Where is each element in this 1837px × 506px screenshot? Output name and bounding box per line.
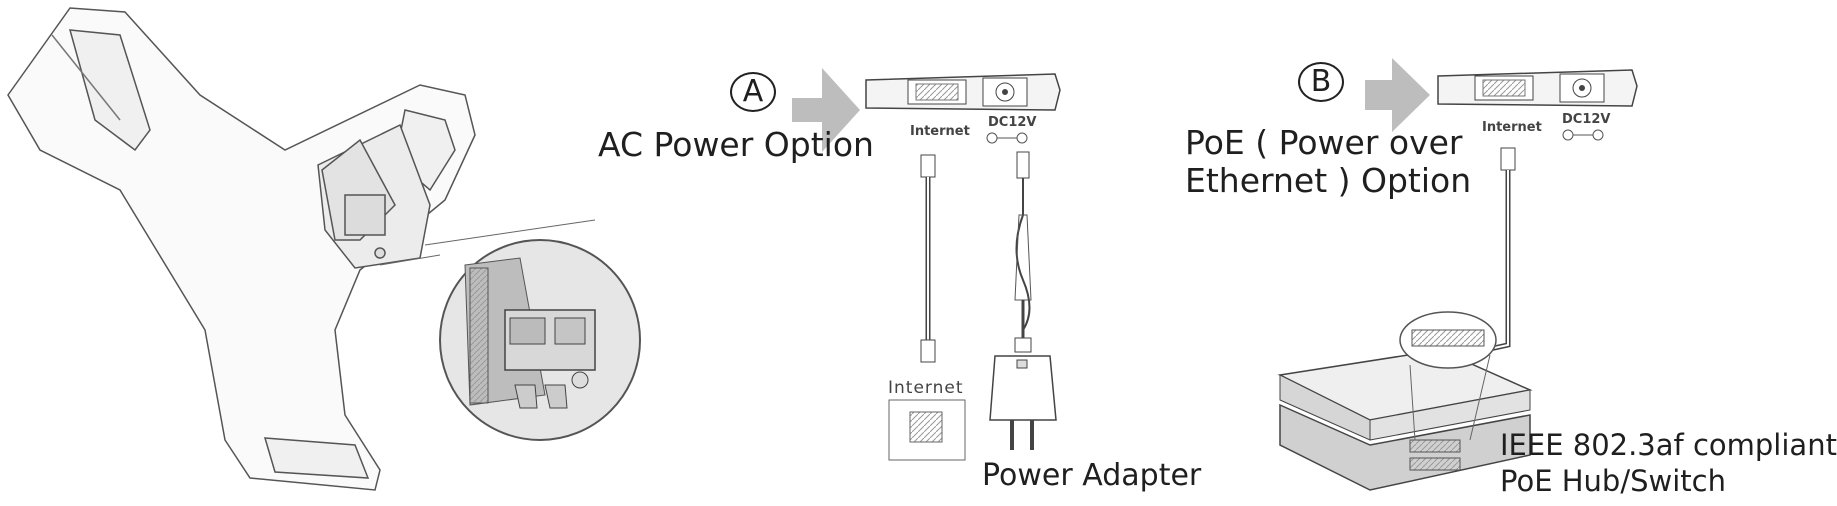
internet-jack-label: Internet [888, 378, 964, 398]
switch-label-line1: IEEE 802.3af compliant [1500, 428, 1837, 462]
port-label-internet-b: Internet [1482, 120, 1542, 135]
power-adapter-label: Power Adapter [982, 458, 1202, 493]
option-a-badge: A [730, 72, 776, 112]
port-zoom-inset [439, 239, 641, 441]
ethernet-plug-bottom [920, 339, 936, 363]
port-label-internet-a: Internet [910, 124, 970, 139]
arrow-a [792, 68, 860, 152]
phone-top-pad [68, 29, 151, 152]
port-label-dc-b: DC12V [1562, 112, 1611, 127]
switch-label-line2: PoE Hub/Switch [1500, 464, 1726, 498]
option-b-title-line2: Ethernet ) Option [1185, 161, 1472, 200]
dc-plug [1016, 151, 1030, 179]
option-a-title: AC Power Option [598, 125, 874, 164]
conference-phone-drawing [7, 7, 596, 491]
option-a-diagram [792, 68, 1061, 461]
poe-switch-lower [1279, 403, 1531, 491]
arrow-b [1365, 58, 1430, 132]
port-label-dc-a: DC12V [988, 115, 1037, 130]
option-b-diagram [1277, 58, 1638, 491]
option-b-badge: B [1298, 62, 1344, 102]
ethernet-plug-top [920, 154, 936, 178]
port-panel-b [1437, 69, 1638, 107]
option-b-title-line1: PoE ( Power over [1185, 123, 1463, 162]
phone-bottom-pad [263, 437, 370, 479]
power-adapter-body [989, 355, 1057, 421]
